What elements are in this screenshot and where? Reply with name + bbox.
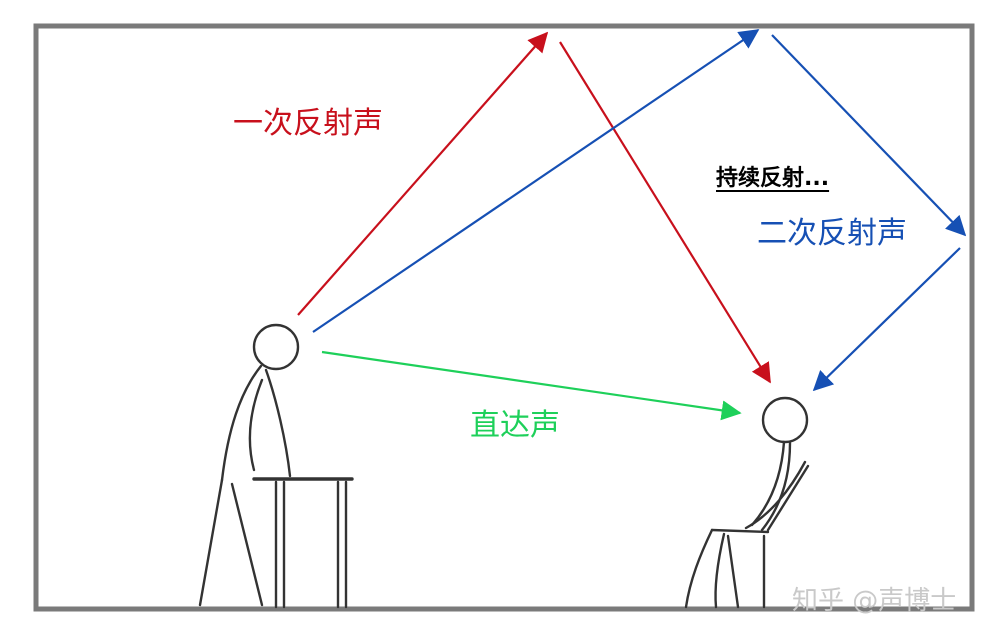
speaker-back [220, 364, 263, 482]
speaker-leg-back [198, 478, 224, 607]
speaker-arm [248, 378, 264, 472]
first-reflection-label: 一次反射声 [233, 106, 383, 141]
second-reflection-label: 二次反射声 [757, 216, 907, 251]
room-wall [33, 23, 975, 612]
speaker-front [264, 368, 292, 478]
direct-sound-label: 直达声 [470, 408, 560, 443]
listener-chair-leg-left [726, 534, 740, 609]
first-reflection-reflected-arrow [559, 41, 771, 384]
listener-leg-left [684, 528, 714, 609]
continuous-reflection-label: 持续反射... [716, 166, 830, 191]
listener-chair-back [766, 464, 810, 532]
listener-head [761, 396, 809, 444]
listener-chest [760, 441, 792, 532]
second-reflection-incident-arrow [312, 29, 760, 333]
listener-seat [710, 528, 770, 534]
first-reflection-incident-arrow [297, 31, 549, 316]
watermark: 知乎 @声博士 [792, 586, 957, 616]
direct-sound-arrow [321, 350, 742, 421]
second-reflection-wall-arrow [771, 34, 967, 237]
speaker-figure [198, 323, 300, 607]
listener-leg-right [714, 532, 726, 609]
second-reflection-reflected-arrow [812, 247, 961, 392]
speaker-leg-front [230, 482, 264, 607]
listener-arm [744, 460, 807, 530]
listener-back [750, 440, 786, 527]
speaker-head [252, 323, 300, 371]
listener-figure [684, 396, 810, 609]
podium [252, 477, 354, 609]
